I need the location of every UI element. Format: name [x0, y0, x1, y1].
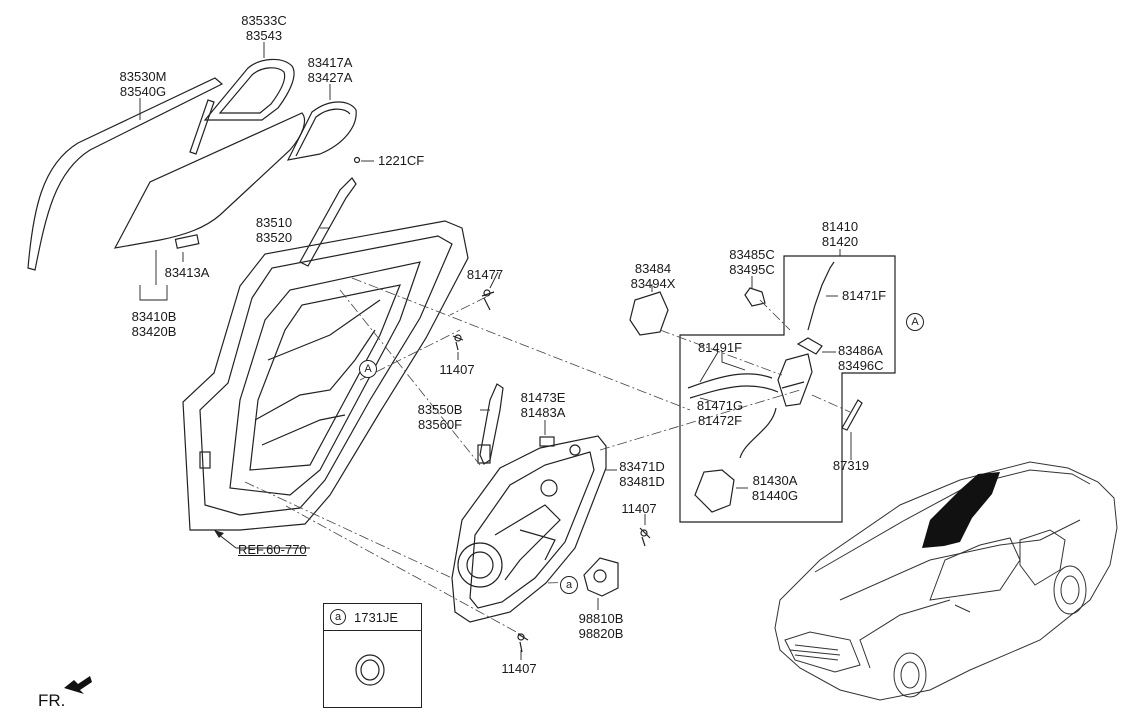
label-81477: 81477 — [466, 267, 504, 282]
label-11407-mid: 11407 — [621, 501, 657, 516]
door-glass — [113, 112, 306, 249]
label-11407-upper: 11407 — [439, 362, 475, 377]
label-83417a: 83417A 83427A — [307, 55, 353, 85]
door-panel — [182, 220, 469, 531]
car-rear-door-highlight — [922, 472, 1000, 548]
latch-assembly-box — [679, 255, 896, 523]
front-direction-label: FR. — [38, 691, 66, 710]
label-83530m: 83530M 83540G — [119, 69, 167, 99]
label-1221cf: 1221CF — [378, 153, 425, 168]
label-81430a: 81430A 81440G — [751, 473, 799, 503]
door-module-panel — [451, 435, 607, 623]
lock-clip — [539, 436, 555, 447]
legend-box: a 1731JE — [323, 603, 422, 708]
label-81491f: 81491F — [697, 340, 743, 355]
label-83484: 83484 83494X — [630, 261, 676, 291]
ref-label: REF.60-770 — [238, 542, 307, 557]
label-83471d: 83471D 83481D — [619, 459, 665, 489]
handle-cover-bracket — [744, 287, 766, 307]
callout-a-latch: A — [906, 313, 924, 331]
callout-a-lower: a — [560, 576, 578, 594]
label-81473e: 81473E 81483A — [520, 390, 566, 420]
label-87319: 87319 — [832, 458, 870, 473]
outside-handle-bracket — [629, 291, 669, 336]
label-83486a: 83486A 83496C — [838, 343, 884, 373]
bolt-81477 — [481, 291, 495, 311]
callout-a-door: A — [359, 360, 377, 378]
glass-stopper — [174, 234, 200, 249]
legend-letter: a — [330, 609, 346, 625]
label-98810b: 98810B 98820B — [578, 611, 624, 641]
label-81471f-top: 81471F — [842, 288, 887, 303]
label-83413a: 83413A — [164, 265, 210, 280]
label-81471g: 81471G 81472F — [696, 398, 744, 428]
label-81410: 81410 81420 — [821, 219, 859, 249]
bolt-11407-mid — [639, 527, 651, 547]
label-83533c: 83533C 83543 — [241, 13, 287, 43]
legend-header: a 1731JE — [324, 604, 421, 631]
door-latch — [777, 353, 813, 407]
legend-part-number: 1731JE — [354, 609, 399, 625]
window-motor — [583, 557, 619, 597]
window-regulator-rail — [479, 383, 504, 465]
car-illustration — [774, 461, 1118, 701]
run-channel-molding — [27, 77, 224, 271]
label-83485c: 83485C 83495C — [729, 247, 775, 277]
door-cables — [687, 373, 779, 399]
quarter-glass-frame — [203, 58, 295, 121]
key-rod — [807, 261, 835, 331]
label-83550b: 83550B 83560F — [417, 402, 463, 432]
bolt-11407-lower — [517, 633, 529, 653]
handle-clip — [796, 337, 823, 355]
label-83410b: 83410B 83420B — [131, 309, 177, 339]
label-83510: 83510 83520 — [255, 215, 293, 245]
center-channel — [299, 177, 357, 267]
front-direction-arrow — [64, 676, 92, 694]
weatherstrip-87319 — [841, 399, 863, 431]
lock-actuator — [694, 469, 735, 513]
quarter-fixed-glass — [286, 101, 357, 161]
label-11407-lower: 11407 — [501, 661, 537, 676]
